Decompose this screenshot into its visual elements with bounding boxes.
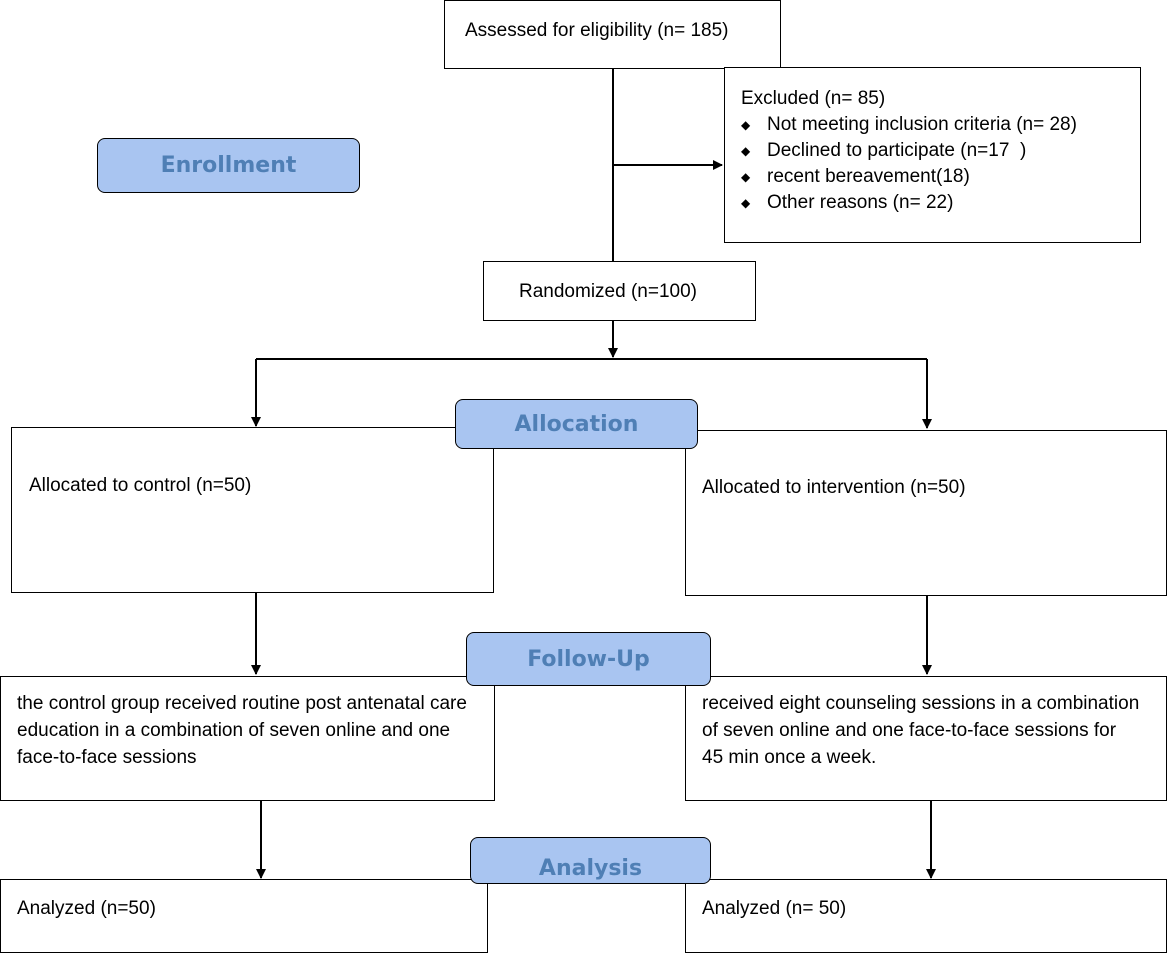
diamond-bullet-icon: ◆	[741, 118, 751, 132]
stage-enrollment: Enrollment	[97, 138, 360, 193]
control-allocated-box: Allocated to control (n=50)	[11, 427, 494, 593]
stage-allocation: Allocation	[455, 399, 698, 449]
assessed-box: Assessed for eligibility (n= 185)	[444, 0, 781, 69]
intervention-followup-box: received eight counseling sessions in a …	[685, 676, 1167, 801]
diamond-bullet-icon: ◆	[741, 170, 751, 185]
diamond-bullet-icon: ◆	[741, 144, 751, 159]
excluded-reason: ◆recent bereavement(18)	[741, 164, 1077, 190]
control-analyzed-label: Analyzed (n=50)	[17, 898, 156, 919]
control-followup-box: the control group received routine post …	[0, 676, 495, 801]
randomized-box: Randomized (n=100)	[483, 261, 756, 321]
excluded-reason: ◆Other reasons (n= 22)	[741, 190, 1077, 216]
excluded-title: Excluded (n= 85)	[741, 88, 886, 109]
excluded-box: Excluded (n= 85) ◆Not meeting inclusion …	[724, 67, 1141, 243]
control-allocated-label: Allocated to control (n=50)	[29, 475, 252, 496]
excluded-reasons-list: ◆Not meeting inclusion criteria (n= 28) …	[741, 112, 1077, 216]
intervention-analyzed-box: Analyzed (n= 50)	[685, 879, 1167, 953]
stage-analysis: Analysis	[470, 837, 711, 884]
intervention-analyzed-label: Analyzed (n= 50)	[702, 898, 847, 919]
assessed-label: Assessed for eligibility (n= 185)	[465, 20, 729, 41]
excluded-reason: ◆Not meeting inclusion criteria (n= 28)	[741, 112, 1077, 138]
intervention-followup-text: received eight counseling sessions in a …	[702, 693, 1140, 768]
diamond-bullet-icon: ◆	[741, 196, 751, 211]
excluded-reason: ◆Declined to participate (n=17 )	[741, 138, 1077, 164]
randomized-label: Randomized (n=100)	[519, 281, 697, 302]
intervention-allocated-box: Allocated to intervention (n=50)	[685, 430, 1167, 596]
stage-follow-up: Follow-Up	[466, 632, 711, 686]
control-followup-text: the control group received routine post …	[17, 693, 467, 768]
control-analyzed-box: Analyzed (n=50)	[0, 879, 488, 953]
intervention-allocated-label: Allocated to intervention (n=50)	[702, 477, 966, 498]
